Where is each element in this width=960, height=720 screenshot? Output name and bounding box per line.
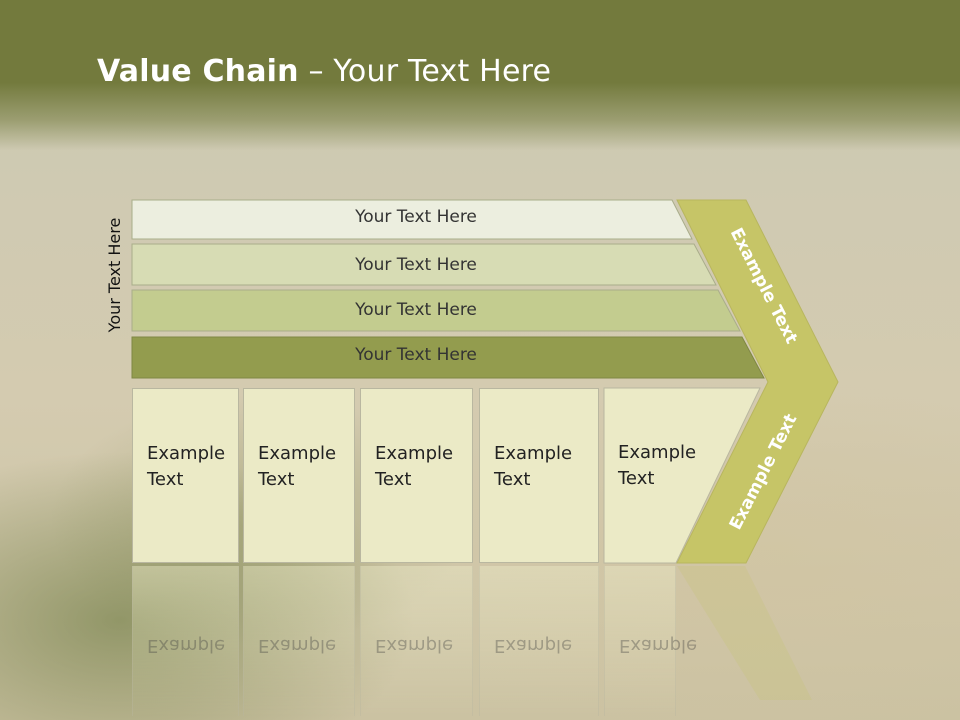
box-5-line2: Text <box>618 468 655 489</box>
title-rest: – Your Text Here <box>298 54 552 89</box>
box-1-reflection-text: Example <box>147 635 226 656</box>
box-2-reflection-text: Example <box>258 635 337 656</box>
title-bold: Value Chain <box>97 54 299 89</box>
box-3-reflection: Example <box>360 566 473 716</box>
bar-4-label: Your Text Here <box>355 345 477 365</box>
box-4-reflection: Example <box>479 566 599 716</box>
box-5-reflection: Example <box>604 566 697 716</box>
box-2-line2: Text <box>258 469 295 490</box>
box-1-reflection: Example <box>132 566 239 716</box>
bar-3-shape <box>131 289 741 332</box>
bar-2-shape <box>131 243 717 286</box>
box-3-line1: Example <box>375 443 454 464</box>
box-4-line1: Example <box>494 443 573 464</box>
bar-2-label: Your Text Here <box>355 255 477 275</box>
bar-1-label: Your Text Here <box>355 207 477 227</box>
box-4-line2: Text <box>494 469 531 490</box>
box-5-shape <box>603 387 761 564</box>
chevron-shape <box>676 199 839 564</box>
box-5-line1: Example <box>618 442 697 463</box>
box-4-reflection-text: Example <box>494 635 573 656</box>
box-1-line1: Example <box>147 443 226 464</box>
box-1-line2: Text <box>147 469 184 490</box>
chevron-reflection <box>677 566 812 700</box>
box-2-reflection: Example <box>243 566 355 716</box>
box-2-line1: Example <box>258 443 337 464</box>
box-3-reflection-text: Example <box>375 635 454 656</box>
bar-4-shape <box>131 336 765 379</box>
slide-title: Value Chain – Your Text Here <box>97 54 551 89</box>
box-5-reflection-text: Example <box>619 635 698 656</box>
bar-1-shape <box>131 199 693 240</box>
header-band <box>0 0 960 150</box>
bar-3-label: Your Text Here <box>355 300 477 320</box>
box-3-line2: Text <box>375 469 412 490</box>
